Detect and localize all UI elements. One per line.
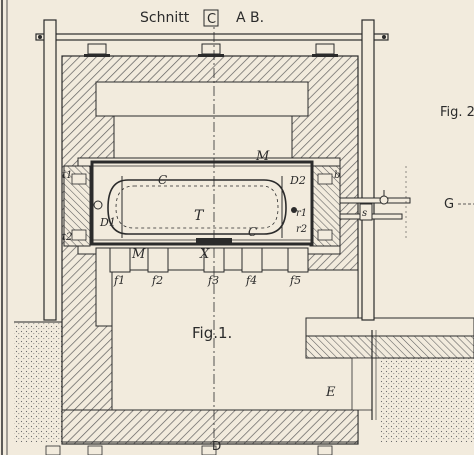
- fig2-label: Fig. 2: [440, 105, 474, 120]
- side-flanges: [63, 165, 341, 247]
- bottom-blocks: [45, 445, 333, 455]
- label-t1: t1: [62, 170, 72, 181]
- outlet-pipes: [339, 190, 411, 221]
- label-M-top: M: [255, 149, 270, 164]
- title-section: A B.: [236, 10, 264, 26]
- label-s: s: [362, 208, 367, 219]
- label-f1: f1: [113, 274, 125, 287]
- label-X: X: [199, 247, 210, 262]
- label-r1: r1: [296, 208, 307, 219]
- title-prefix: Schnitt: [140, 10, 190, 26]
- label-f2: f2: [151, 274, 163, 287]
- label-f5: f5: [289, 274, 301, 287]
- label-C-bottom: C: [248, 225, 257, 239]
- figure-caption: Fig.1.: [192, 324, 232, 342]
- label-r2: r2: [296, 224, 307, 235]
- retort: [93, 176, 297, 238]
- label-D2: D2: [289, 174, 306, 187]
- label-E: E: [325, 385, 336, 400]
- bottom-letter: D: [212, 439, 221, 453]
- right-annex: [305, 317, 474, 420]
- title-letter: C: [207, 12, 216, 27]
- label-M-bottom: M: [131, 247, 146, 262]
- title-letter-box: [203, 9, 219, 27]
- label-f4: f4: [245, 274, 257, 287]
- label-D1: D1: [99, 216, 116, 229]
- label-T: T: [194, 208, 205, 224]
- top-frame: [35, 19, 389, 321]
- label-b: b: [334, 170, 340, 181]
- g-label: G: [444, 197, 454, 212]
- label-C-top: C: [158, 173, 167, 187]
- label-t2: t2: [62, 232, 72, 243]
- label-f3: f3: [207, 274, 219, 287]
- grate: [109, 238, 309, 273]
